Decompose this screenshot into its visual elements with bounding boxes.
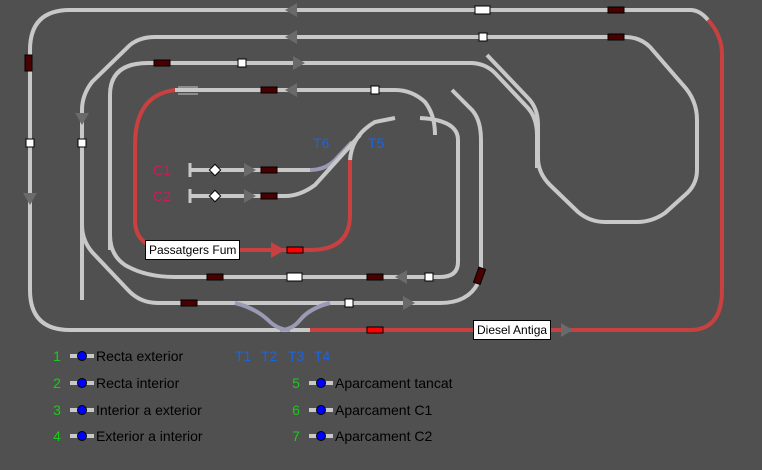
route-button[interactable] bbox=[70, 378, 94, 388]
block-train[interactable] bbox=[366, 326, 384, 334]
route-number: 2 bbox=[53, 375, 61, 391]
route-item: 5 Aparcament tancat bbox=[287, 375, 453, 391]
train-tag-diesel-antiga[interactable]: Diesel Antiga bbox=[473, 320, 552, 340]
siding-sensor-c2[interactable] bbox=[208, 189, 222, 203]
block-occupied[interactable] bbox=[472, 266, 487, 286]
block-occupied[interactable] bbox=[607, 33, 625, 41]
block-occupied[interactable] bbox=[607, 6, 625, 14]
route-label: Recta interior bbox=[96, 375, 180, 391]
sensor[interactable] bbox=[25, 138, 35, 148]
block-occupied[interactable] bbox=[260, 86, 278, 94]
sensor[interactable] bbox=[370, 85, 380, 95]
block-train[interactable] bbox=[286, 246, 304, 254]
route-number: 5 bbox=[292, 375, 300, 391]
block-occupied[interactable] bbox=[366, 273, 384, 281]
track-inner bbox=[175, 88, 437, 136]
route-item: 1 Recta exterior bbox=[48, 348, 183, 364]
sensor[interactable] bbox=[344, 298, 354, 308]
track-right-inner bbox=[450, 88, 483, 270]
sensor[interactable] bbox=[286, 272, 303, 282]
block-occupied[interactable] bbox=[24, 54, 33, 72]
track-second-loop bbox=[80, 35, 699, 300]
switch-t1-t2 bbox=[234, 301, 291, 332]
route-item: 4 Exterior a interior bbox=[48, 428, 203, 444]
turnout-label-t5: T5 bbox=[368, 135, 385, 151]
direction-arrow-icon bbox=[23, 3, 573, 337]
block-occupied[interactable] bbox=[260, 166, 278, 174]
sensor[interactable] bbox=[237, 58, 247, 68]
route-button[interactable] bbox=[70, 431, 94, 441]
sensor[interactable] bbox=[474, 5, 491, 15]
sensor[interactable] bbox=[77, 138, 87, 148]
track-bend-right bbox=[80, 200, 482, 305]
switch-t3-t4 bbox=[279, 301, 331, 332]
turnout-label-t6: T6 bbox=[313, 135, 330, 151]
route-item: 6 Aparcament C1 bbox=[287, 402, 432, 418]
track-third-loop-lower bbox=[108, 116, 460, 279]
route-number: 1 bbox=[53, 348, 61, 364]
turnout-label-t4: T4 bbox=[314, 348, 331, 364]
track-third-loop bbox=[108, 61, 539, 250]
turnout-label-t3: T3 bbox=[288, 348, 305, 364]
route-label: Aparcament C2 bbox=[335, 428, 433, 444]
route-number: 4 bbox=[53, 428, 61, 444]
route-button[interactable] bbox=[70, 351, 94, 361]
route-item: 7 Aparcament C2 bbox=[287, 428, 432, 444]
sensor[interactable] bbox=[424, 272, 434, 282]
route-label: Recta exterior bbox=[96, 348, 184, 364]
turnout-label-t2: T2 bbox=[261, 348, 278, 364]
route-label: Exterior a interior bbox=[96, 428, 203, 444]
block-occupied[interactable] bbox=[180, 299, 198, 307]
track-outer-loop bbox=[28, 8, 710, 332]
block-occupied[interactable] bbox=[260, 192, 278, 200]
route-number: 3 bbox=[53, 402, 61, 418]
direction-arrow-icon bbox=[271, 242, 285, 258]
train-tag-passatgers-fum[interactable]: Passatgers Fum bbox=[145, 240, 241, 260]
route-button[interactable] bbox=[309, 405, 333, 415]
siding-label-c1: C1 bbox=[153, 162, 171, 178]
sensor[interactable] bbox=[478, 32, 488, 42]
turnout-label-t1: T1 bbox=[235, 348, 252, 364]
block-occupied[interactable] bbox=[153, 59, 171, 67]
track-outer-loop-active bbox=[310, 18, 724, 332]
track-siding-c2 bbox=[190, 133, 362, 198]
route-label: Aparcament C1 bbox=[335, 402, 433, 418]
siding-label-c2: C2 bbox=[153, 188, 171, 204]
route-number: 7 bbox=[292, 428, 300, 444]
route-item: 3 Interior a exterior bbox=[48, 402, 202, 418]
route-button[interactable] bbox=[309, 378, 333, 388]
siding-sensor-c1[interactable] bbox=[208, 163, 222, 177]
route-number: 6 bbox=[292, 402, 300, 418]
route-item: 2 Recta interior bbox=[48, 375, 179, 391]
route-button[interactable] bbox=[309, 431, 333, 441]
route-label: Interior a exterior bbox=[96, 402, 202, 418]
route-label: Aparcament tancat bbox=[335, 375, 453, 391]
route-button[interactable] bbox=[70, 405, 94, 415]
block-occupied[interactable] bbox=[206, 273, 224, 281]
